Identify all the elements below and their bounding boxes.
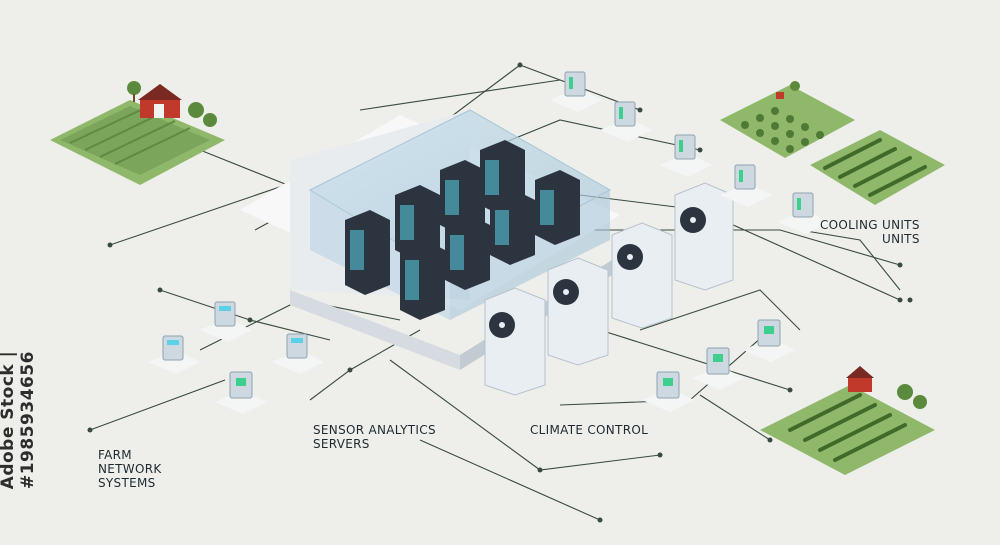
sensor-node bbox=[148, 335, 200, 374]
label-sensor-analytics-servers: SENSOR ANALYTICS SERVERS bbox=[313, 423, 436, 451]
label-climate-control: CLIMATE CONTROL bbox=[530, 423, 649, 437]
cooling-units bbox=[484, 182, 734, 396]
sensor-nodes bbox=[148, 71, 830, 414]
server-rack bbox=[440, 160, 485, 235]
sensor-node bbox=[550, 71, 602, 112]
cooling-unit bbox=[611, 222, 673, 329]
cooling-unit bbox=[484, 287, 546, 396]
server-rack bbox=[535, 170, 580, 245]
server-racks bbox=[345, 140, 580, 320]
farm-field-bottom-right bbox=[760, 366, 935, 475]
label-cooling-units: COOLING UNITS UNITS bbox=[820, 218, 920, 246]
farm-field-mid-right bbox=[810, 130, 945, 205]
sensor-node bbox=[215, 371, 267, 414]
sensor-node bbox=[720, 164, 772, 207]
farm-field-top-left bbox=[50, 81, 225, 185]
cooling-unit bbox=[547, 257, 609, 366]
sensor-node bbox=[743, 319, 795, 362]
sensor-node bbox=[660, 134, 712, 177]
server-rack bbox=[400, 240, 445, 320]
cooling-unit bbox=[674, 182, 734, 291]
sensor-node bbox=[200, 301, 252, 342]
server-rack bbox=[490, 190, 535, 265]
server-rack bbox=[445, 215, 490, 290]
barn-icon bbox=[846, 366, 874, 392]
barn-icon bbox=[138, 84, 182, 118]
sensor-node bbox=[600, 101, 652, 142]
sensor-node bbox=[272, 333, 324, 374]
farm-field-top-right bbox=[720, 81, 855, 158]
server-rack bbox=[395, 185, 440, 260]
stock-id-watermark: Adobe Stock | #1985934656 bbox=[0, 350, 38, 490]
label-farm-network-systems: FARM NETWORK SYSTEMS bbox=[98, 448, 162, 490]
sensor-node bbox=[778, 192, 830, 234]
server-rack bbox=[345, 210, 390, 295]
sensor-node bbox=[642, 371, 694, 412]
sensor-node bbox=[692, 347, 744, 390]
